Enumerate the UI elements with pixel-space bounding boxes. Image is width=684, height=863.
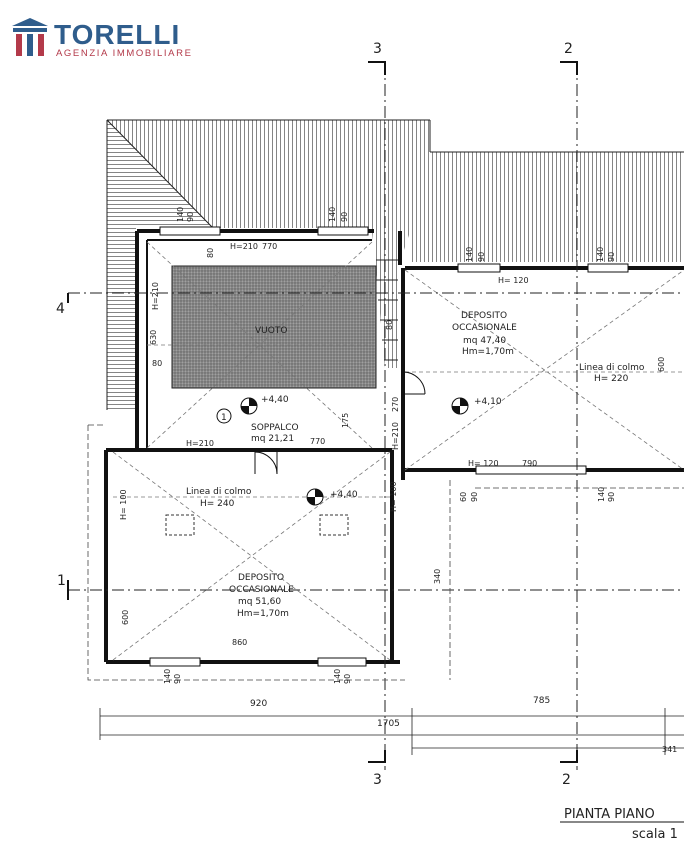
torelli-logo: TORELLI AGENZIA IMMOBILIARE [12, 18, 212, 60]
level-marker-soppalco [240, 397, 258, 415]
building-icon [12, 18, 48, 56]
dim-90-c: 90 [477, 252, 486, 262]
section-label-3-top: 3 [373, 41, 382, 57]
dim-80-c: 80 [385, 320, 394, 330]
dim-920: 920 [250, 699, 267, 709]
dim-770-bot: 770 [310, 437, 325, 446]
section-label-2-bottom: 2 [562, 772, 571, 788]
dim-785: 785 [533, 696, 550, 706]
section-label-3-bottom: 3 [373, 772, 382, 788]
soppalco-name: SOPPALCO [251, 423, 299, 433]
skylights [165, 514, 349, 536]
section-label-1: 1 [57, 573, 66, 589]
dim-600-right: 600 [657, 357, 666, 372]
dim-h120-top: H= 120 [498, 276, 529, 285]
deposito-right-name2: OCCASIONALE [452, 323, 517, 333]
windows [149, 226, 629, 667]
dim-80-a: 80 [206, 248, 215, 258]
dim-h210-left: H=210 [151, 282, 160, 310]
room-number-circle [216, 408, 232, 424]
dim-90-e: 90 [470, 492, 479, 502]
stair [372, 232, 410, 368]
deposito-left-area: mq 51,60 [238, 597, 281, 607]
soppalco-number: 1 [221, 413, 227, 423]
dim-630: 630 [149, 330, 158, 345]
dim-90-f: 90 [607, 492, 616, 502]
deposito-left-name1: DEPOSITO [238, 573, 284, 583]
dim-140-a: 140 [176, 207, 185, 222]
deposito-left-colmo: Linea di colmo [186, 487, 252, 497]
deposito-left-colmo-h: H= 240 [200, 499, 235, 509]
dim-90-g: 90 [173, 674, 182, 684]
dim-140-g: 140 [333, 669, 342, 684]
doors [254, 371, 426, 475]
level-marker-right [451, 397, 469, 415]
roof-hatching [106, 119, 684, 410]
section-label-4: 4 [56, 301, 65, 317]
dim-340: 340 [433, 569, 442, 584]
deposito-left-name2: OCCASIONALE [229, 585, 294, 595]
deposito-right-hm: Hm=1,70m [462, 347, 514, 357]
void-area [171, 265, 377, 389]
logo-wordmark: TORELLI [54, 19, 181, 50]
deposito-right-name1: DEPOSITO [461, 311, 507, 321]
deposito-right-colmo-h: H= 220 [594, 374, 629, 384]
dim-140-c: 140 [465, 247, 474, 262]
dim-90-h: 90 [343, 674, 352, 684]
outer-dashed-boundary [87, 424, 451, 681]
deposito-left-level: +4,40 [330, 490, 358, 500]
deposito-right-area: mq 47,40 [463, 336, 506, 346]
logo-tagline: AGENZIA IMMOBILIARE [56, 48, 193, 59]
dim-90-d: 90 [607, 252, 616, 262]
dim-140-d: 140 [596, 247, 605, 262]
inner-walls [146, 239, 372, 448]
dim-770-top: 770 [262, 242, 277, 251]
section-lines [68, 62, 684, 770]
deposito-right-level: +4,10 [474, 397, 502, 407]
dim-h100-left: H= 100 [119, 489, 128, 520]
deposito-right-colmo: Linea di colmo [579, 363, 645, 373]
deposito-left-hm: Hm=1,70m [237, 609, 289, 619]
dim-80-b: 80 [152, 359, 162, 368]
dim-h100-right: H= 100 [389, 481, 398, 512]
dim-h210-mid: H=210 [391, 422, 400, 450]
dim-860: 860 [232, 638, 247, 647]
soppalco-area: mq 21,21 [251, 434, 294, 444]
section-markers [67, 61, 578, 763]
dim-1705: 1705 [377, 719, 400, 729]
void-label: VUOTO [255, 326, 287, 336]
dim-175: 175 [341, 413, 350, 428]
dim-140-f: 140 [163, 669, 172, 684]
plan-title: PIANTA PIANO [564, 807, 655, 822]
dim-60: 60 [459, 492, 468, 502]
dim-90-b: 90 [340, 212, 349, 222]
soppalco-level: +4,40 [261, 395, 289, 405]
roof-ridge-lines [112, 241, 684, 661]
dim-140-b: 140 [328, 207, 337, 222]
section-label-2-top: 2 [564, 41, 573, 57]
dim-341: 341 [662, 745, 677, 754]
dim-270: 270 [391, 397, 400, 412]
plan-scale: scala 1 [632, 827, 678, 842]
dim-600-left: 600 [121, 610, 130, 625]
dim-140-e: 140 [597, 487, 606, 502]
dim-h210-bot: H=210 [186, 439, 214, 448]
dimension-lines [99, 708, 684, 755]
dim-90-a: 90 [186, 212, 195, 222]
level-marker-left [306, 488, 324, 506]
dim-790: 790 [522, 459, 537, 468]
dim-h210-top: H=210 [230, 242, 258, 251]
dim-h120-bot: H= 120 [468, 459, 499, 468]
